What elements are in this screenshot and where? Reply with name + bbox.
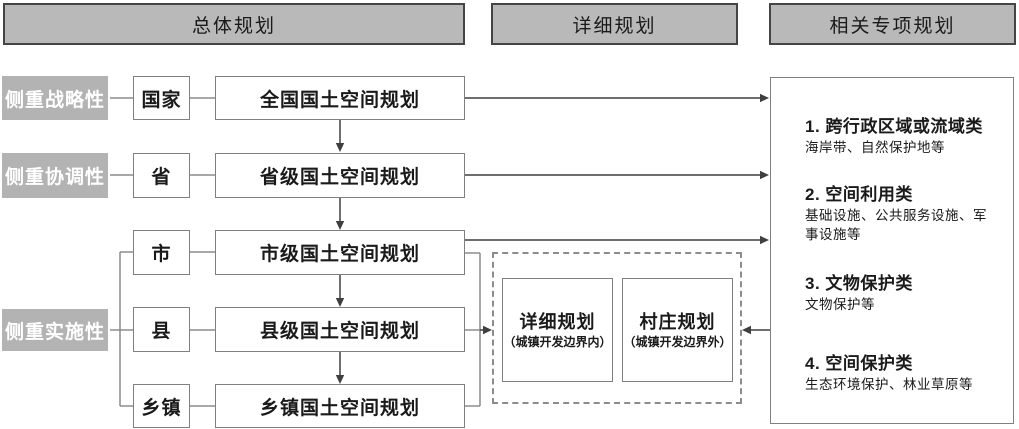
- specialized-item-desc: 文物保护等: [805, 297, 875, 312]
- level-label: 市: [151, 244, 172, 265]
- detailed-plan-title: 详细规划: [519, 312, 596, 332]
- side-label-implementation: 侧重实施性: [2, 309, 108, 351]
- detailed-planning-group: [492, 252, 742, 404]
- level-label: 县: [151, 321, 172, 342]
- header-bar-overall-planning: 总体规划: [3, 3, 465, 45]
- level-box-city: 市: [133, 230, 190, 275]
- specialized-item-title: 3. 文物保护类: [805, 274, 913, 293]
- plan-label: 市级国土空间规划: [259, 244, 420, 265]
- plan-label: 乡镇国土空间规划: [259, 397, 420, 419]
- level-box-township: 乡镇: [133, 384, 190, 428]
- header-label: 总体规划: [191, 15, 276, 37]
- level-box-county: 县: [133, 307, 190, 352]
- level-label: 国家: [141, 89, 182, 111]
- plan-box-township: 乡镇国土空间规划: [215, 384, 465, 428]
- detailed-plan-box: 详细规划 （城镇开发边界内）: [502, 278, 613, 382]
- side-label-text: 侧重实施性: [4, 321, 105, 343]
- header-bar-specialized-planning: 相关专项规划: [769, 3, 1016, 45]
- specialized-item-4: 4. 空间保护类 生态环境保护、林业草原等: [805, 353, 1005, 394]
- specialized-item-2: 2. 空间利用类 基础设施、公共服务设施、军事设施等: [805, 184, 1005, 244]
- specialized-item-desc: 海岸带、自然保护地等: [805, 140, 945, 155]
- plan-box-county: 县级国土空间规划: [215, 307, 465, 352]
- level-label: 乡镇: [141, 397, 182, 419]
- specialized-item-title: 4. 空间保护类: [805, 354, 913, 373]
- specialized-item-title: 1. 跨行政区域或流域类: [805, 117, 983, 136]
- specialized-item-desc: 生态环境保护、林业草原等: [805, 377, 973, 392]
- plan-label: 县级国土空间规划: [259, 321, 420, 342]
- level-box-province: 省: [133, 153, 190, 198]
- specialized-item-1: 1. 跨行政区域或流域类 海岸带、自然保护地等: [805, 116, 1005, 157]
- side-label-strategic: 侧重战略性: [2, 76, 108, 120]
- village-plan-title: 村庄规划: [639, 312, 716, 332]
- plan-label: 省级国土空间规划: [259, 167, 420, 188]
- village-plan-box: 村庄规划 （城镇开发边界外）: [622, 278, 733, 382]
- specialized-item-3: 3. 文物保护类 文物保护等: [805, 273, 1005, 314]
- plan-box-province: 省级国土空间规划: [215, 153, 465, 198]
- specialized-item-title: 2. 空间利用类: [805, 185, 913, 204]
- village-plan-subtitle: （城镇开发边界外）: [623, 335, 732, 349]
- header-label: 相关专项规划: [829, 15, 956, 37]
- side-label-coordination: 侧重协调性: [2, 153, 108, 198]
- plan-box-national: 全国国土空间规划: [215, 76, 465, 120]
- side-label-text: 侧重战略性: [4, 89, 105, 111]
- header-label: 详细规划: [572, 15, 657, 37]
- detailed-plan-subtitle: （城镇开发边界内）: [503, 335, 612, 349]
- level-label: 省: [151, 167, 172, 188]
- specialized-item-desc: 基础设施、公共服务设施、军事设施等: [805, 208, 987, 242]
- plan-label: 全国国土空间规划: [259, 89, 420, 111]
- plan-box-city: 市级国土空间规划: [215, 230, 465, 275]
- specialized-plans-box: 1. 跨行政区域或流域类 海岸带、自然保护地等 2. 空间利用类 基础设施、公共…: [770, 77, 1014, 424]
- side-label-text: 侧重协调性: [4, 167, 105, 188]
- header-bar-detailed-planning: 详细规划: [491, 3, 738, 45]
- level-box-national: 国家: [133, 76, 190, 120]
